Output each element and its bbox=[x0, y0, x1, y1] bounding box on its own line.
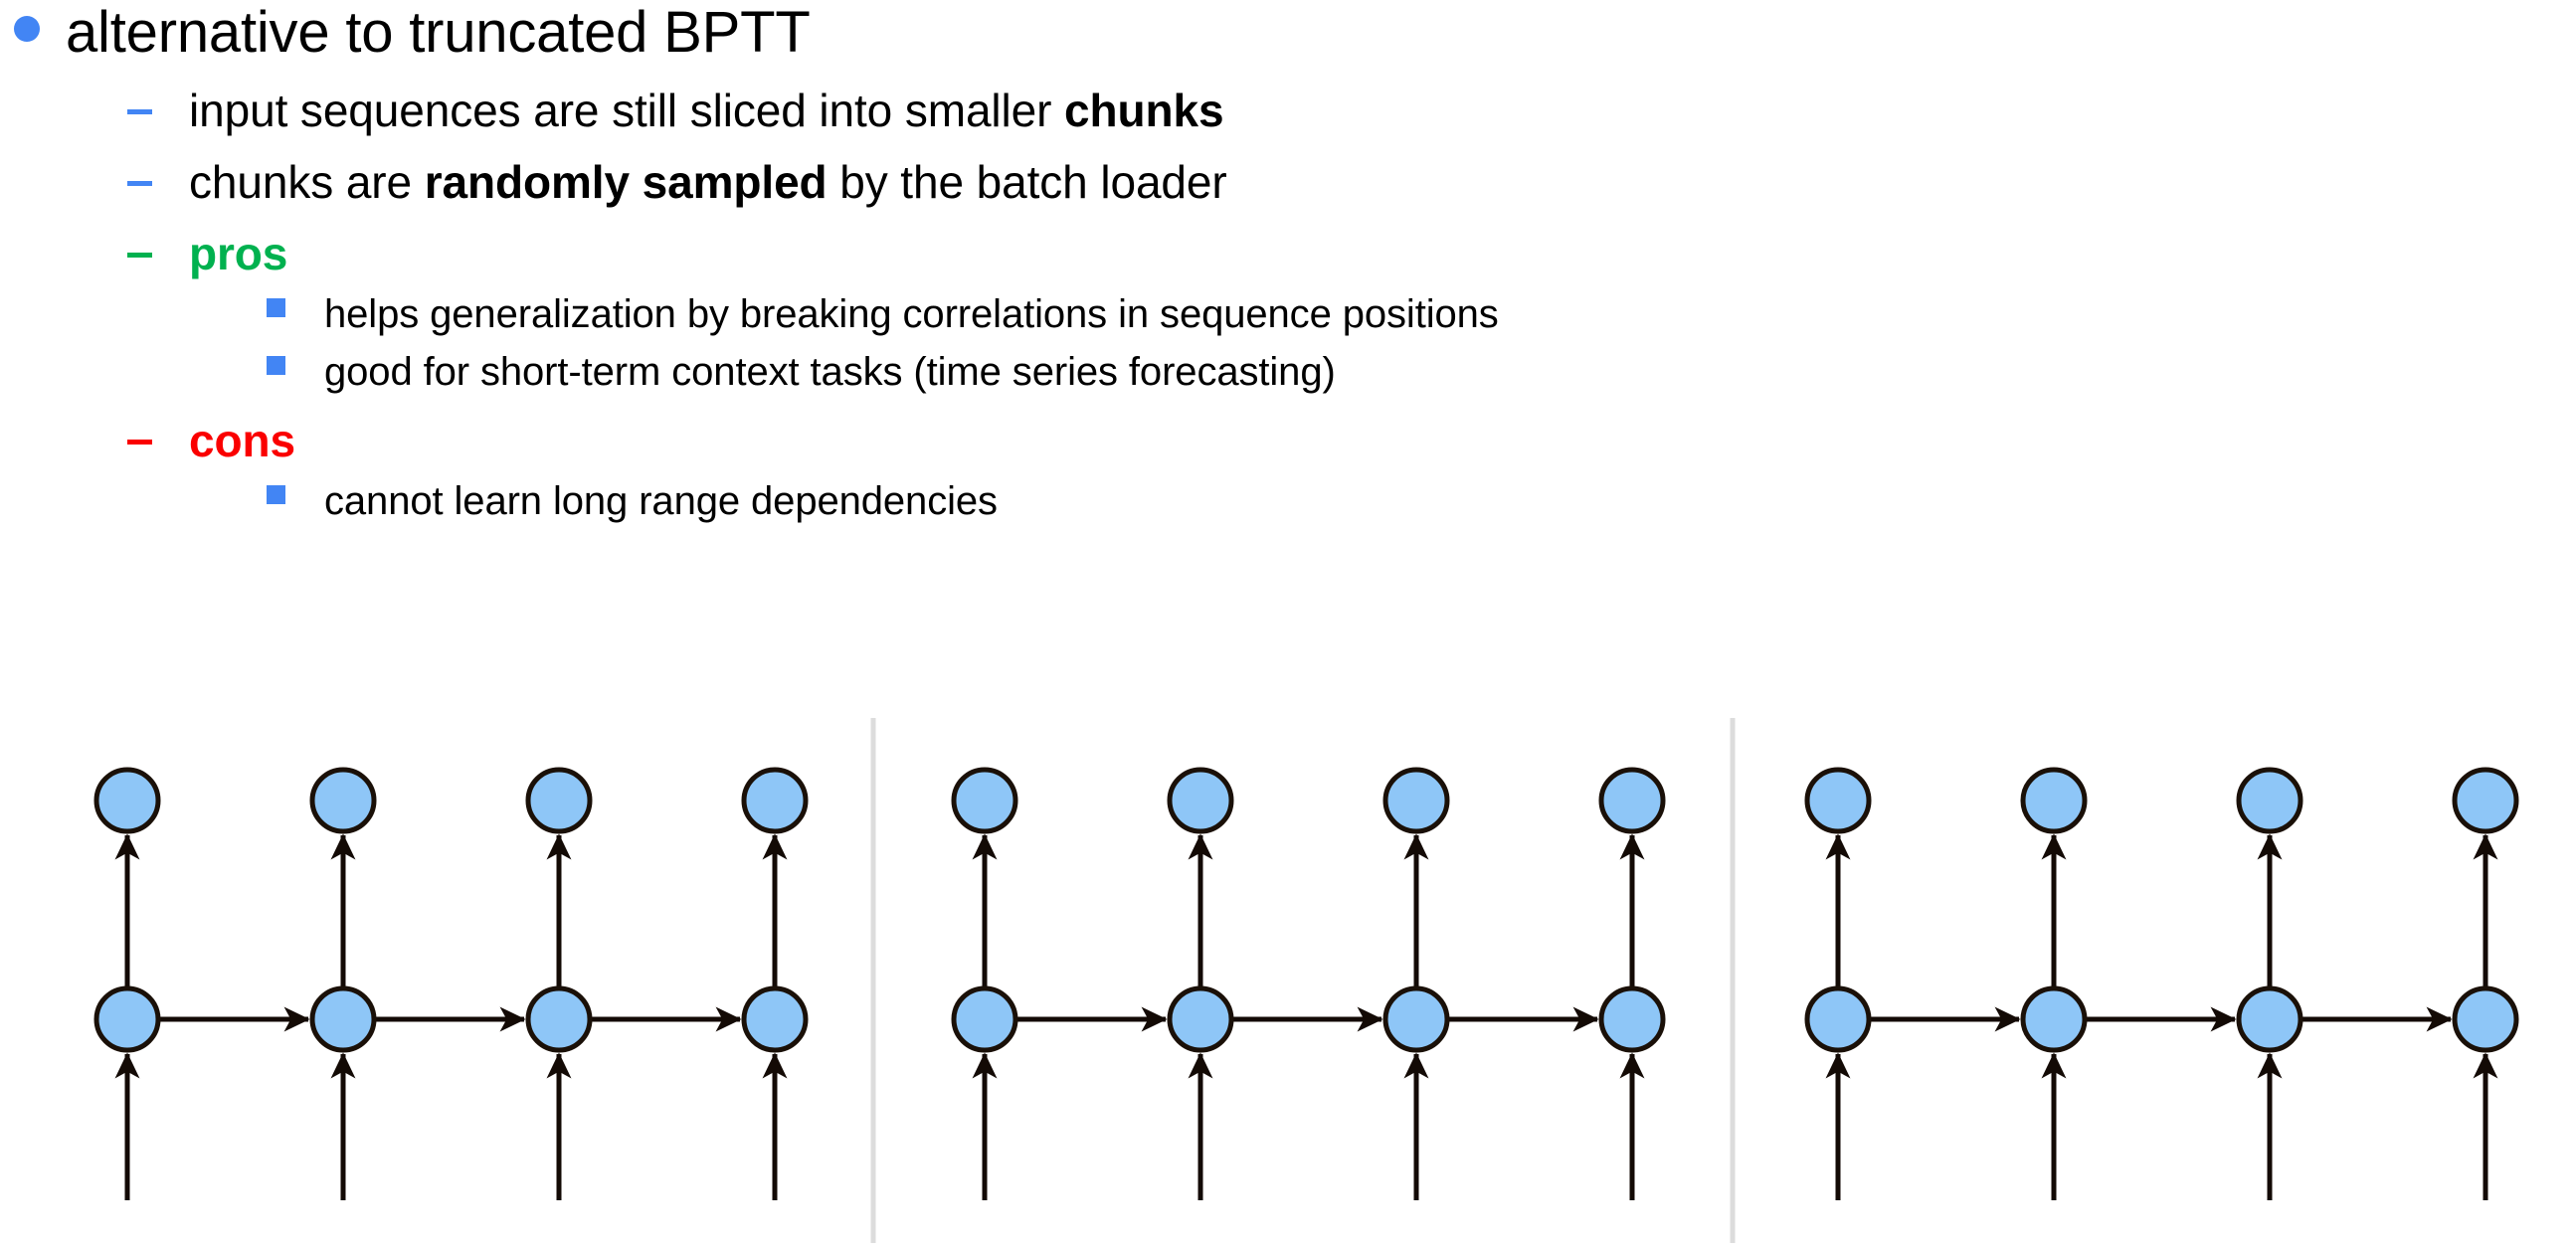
slide-bullet-list: alternative to truncated BPTT input sequ… bbox=[0, 0, 2576, 523]
rnn-hidden-node bbox=[741, 985, 809, 1053]
rnn-hidden-node bbox=[309, 985, 377, 1053]
bullet-level1: alternative to truncated BPTT bbox=[0, 2, 2576, 64]
bullet-level3-shortterm: good for short-term context tasks (time … bbox=[0, 350, 2576, 394]
rnn-output-node bbox=[2236, 767, 2303, 834]
bullet-level2-pros: pros bbox=[0, 229, 2576, 278]
bullet-text-plain-tail: by the batch loader bbox=[827, 156, 1227, 208]
bullet-text: chunks are randomly sampled by the batch… bbox=[189, 157, 1227, 207]
rnn-unrolled-diagram bbox=[0, 696, 2576, 1248]
bullet-level3-longrange: cannot learn long range dependencies bbox=[0, 479, 2576, 523]
bullet-text: helps generalization by breaking correla… bbox=[324, 292, 1499, 336]
rnn-output-node bbox=[309, 767, 377, 834]
rnn-output-node bbox=[2020, 767, 2088, 834]
rnn-output-node bbox=[525, 767, 593, 834]
rnn-hidden-node bbox=[1598, 985, 1666, 1053]
rnn-hidden-node bbox=[525, 985, 593, 1053]
blue-square-bullet-icon bbox=[267, 356, 324, 375]
red-dash-bullet-icon bbox=[127, 440, 189, 445]
rnn-output-node bbox=[1382, 767, 1450, 834]
bullet-text: input sequences are still sliced into sm… bbox=[189, 86, 1224, 135]
rnn-output-node bbox=[1598, 767, 1666, 834]
bullet-level2-sampled: chunks are randomly sampled by the batch… bbox=[0, 157, 2576, 207]
bullet-text: good for short-term context tasks (time … bbox=[324, 350, 1336, 394]
rnn-hidden-node bbox=[951, 985, 1018, 1053]
blue-square-bullet-icon bbox=[267, 298, 324, 317]
blue-dash-bullet-icon bbox=[127, 109, 189, 114]
rnn-output-node bbox=[2452, 767, 2519, 834]
bullet-text-plain: input sequences are still sliced into sm… bbox=[189, 85, 1065, 136]
bullet-level2-cons: cons bbox=[0, 416, 2576, 465]
rnn-output-node bbox=[951, 767, 1018, 834]
rnn-hidden-node bbox=[2452, 985, 2519, 1053]
blue-dash-bullet-icon bbox=[127, 181, 189, 186]
rnn-output-node bbox=[93, 767, 161, 834]
rnn-hidden-node bbox=[2020, 985, 2088, 1053]
bullet-text-plain: chunks are bbox=[189, 156, 425, 208]
bullet-text-cons: cons bbox=[189, 415, 295, 466]
bullet-text: alternative to truncated BPTT bbox=[66, 0, 811, 65]
rnn-hidden-node bbox=[1804, 985, 1872, 1053]
bullet-level3-generalization: helps generalization by breaking correla… bbox=[0, 292, 2576, 336]
blue-square-bullet-icon bbox=[267, 485, 324, 504]
rnn-hidden-node bbox=[93, 985, 161, 1053]
bullet-text-pros: pros bbox=[189, 228, 288, 279]
rnn-output-node bbox=[1804, 767, 1872, 834]
green-dash-bullet-icon bbox=[127, 253, 189, 258]
blue-dot-bullet-icon bbox=[14, 16, 66, 42]
rnn-output-node bbox=[741, 767, 809, 834]
rnn-hidden-node bbox=[1382, 985, 1450, 1053]
rnn-output-node bbox=[1167, 767, 1234, 834]
bullet-level2-chunks: input sequences are still sliced into sm… bbox=[0, 86, 2576, 135]
rnn-hidden-node bbox=[1167, 985, 1234, 1053]
rnn-hidden-node bbox=[2236, 985, 2303, 1053]
bullet-text-bold: randomly sampled bbox=[424, 156, 828, 208]
rnn-diagram-canvas bbox=[93, 718, 2519, 1243]
bullet-text-bold: chunks bbox=[1064, 85, 1224, 136]
bullet-text: cannot learn long range dependencies bbox=[324, 479, 998, 523]
